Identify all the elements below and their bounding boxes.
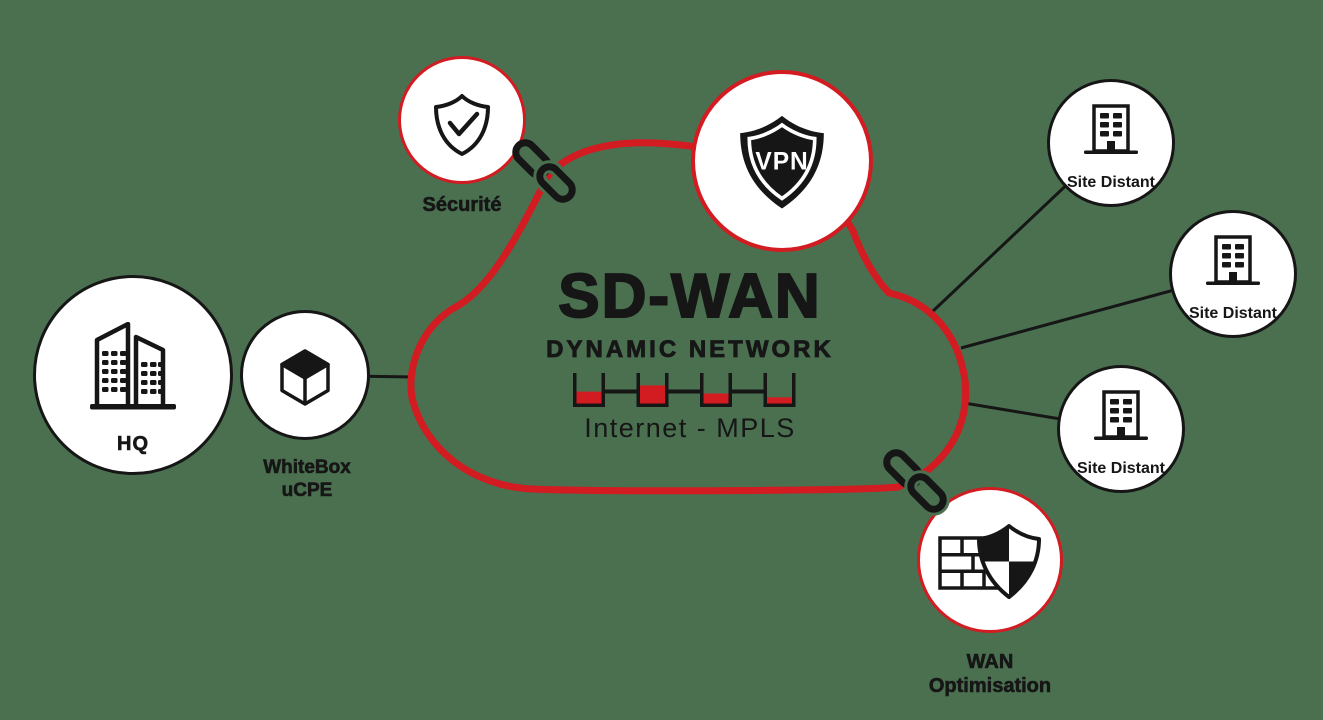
building-icon <box>1094 390 1148 440</box>
whitebox-label-line1: WhiteBox <box>263 457 351 479</box>
wan-label-line1: WAN <box>966 651 1014 674</box>
node-hq: HQ <box>33 275 233 475</box>
link-capacity-tanks <box>573 373 796 407</box>
cloud-caption: Internet - MPLS <box>584 413 796 443</box>
building-icon <box>1206 235 1260 285</box>
wan-optimisation-label: WAN Optimisation <box>898 650 1082 698</box>
node-wan-optimisation <box>917 487 1063 633</box>
whitebox-label: WhiteBox uCPE <box>227 456 387 502</box>
cube-icon <box>280 349 330 406</box>
firewall-shield-icon <box>938 524 1041 599</box>
shield-check-icon <box>434 94 490 156</box>
buildings-icon <box>90 322 176 410</box>
wan-label-line2: Optimisation <box>928 675 1052 698</box>
site-distant-label: Site Distant <box>1066 174 1155 191</box>
node-vpn: VPN <box>691 70 873 252</box>
node-site-distant-3: Site Distant <box>1057 365 1185 493</box>
hq-label: HQ <box>117 433 149 456</box>
cloud-title: SD-WAN <box>557 262 822 331</box>
node-whitebox-ucpe <box>240 310 370 440</box>
securite-label: Sécurité <box>422 194 502 217</box>
node-site-distant-1: Site Distant <box>1047 79 1175 207</box>
vpn-label: VPN <box>755 148 808 175</box>
building-icon <box>1084 104 1138 154</box>
site-distant-label: Site Distant <box>1076 460 1165 477</box>
node-site-distant-2: Site Distant <box>1169 210 1297 338</box>
chain-link-icon <box>883 449 950 516</box>
cloud-subtitle: DYNAMIC NETWORK <box>546 336 834 364</box>
vpn-shield-icon: VPN <box>740 115 824 209</box>
node-securite <box>398 56 526 184</box>
whitebox-label-line2: uCPE <box>281 480 333 502</box>
site-distant-label: Site Distant <box>1188 305 1277 322</box>
